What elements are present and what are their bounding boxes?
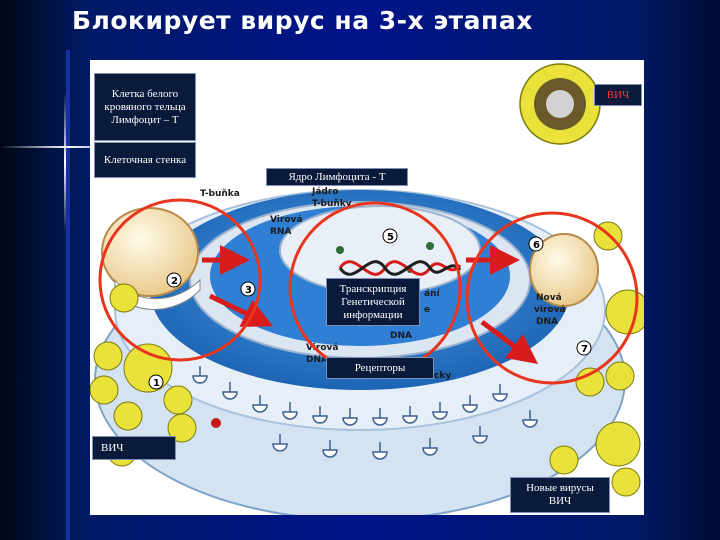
step-2: 2 (171, 276, 178, 287)
dna-mid-label: DNA (390, 331, 412, 341)
new-viruses-label: Новые вирусы ВИЧ (510, 477, 610, 513)
hiv-label-top: ВИЧ (594, 84, 642, 106)
step-markers (148, 228, 592, 390)
red-marker (211, 418, 221, 428)
core-label-2: T-buňky (312, 199, 352, 209)
process-arrows (202, 245, 538, 364)
decor-bar (66, 50, 70, 540)
viral-dna-label-2: DNA (306, 355, 328, 365)
step-5: 5 (387, 232, 394, 243)
cell-wall-label: Клеточная стенка (94, 142, 196, 178)
core-label: Jádro (311, 187, 339, 197)
step-1: 1 (153, 378, 160, 389)
step-3: 3 (245, 285, 252, 296)
nani-label: ání (424, 289, 440, 299)
cky-label: cky (434, 371, 451, 381)
diagram-canvas: 1 2 3 5 6 7 T-buňka Jádro T-buňky Virová… (90, 60, 644, 515)
new-dna-label: Nová (536, 293, 562, 303)
viral-rna-label: Virová (270, 215, 302, 225)
receptor-row (192, 366, 538, 460)
budding-virus (529, 233, 599, 307)
white-blood-cell-label: Клетка белого кровяного тельца Лимфоцит … (94, 73, 196, 141)
hiv-label-bottom: ВИЧ (92, 436, 176, 460)
hiv-virion-top (519, 63, 601, 145)
transcription-label: Транскрипция Генетической информации (326, 278, 420, 326)
highlight-ring-entry (98, 198, 262, 362)
new-dna-label-3: DNA (536, 317, 558, 327)
receptors-label: Рецепторы (326, 357, 434, 379)
nucleus-label: Ядро Лимфоцита - Т (266, 168, 408, 186)
viral-rna-label-2: RNA (270, 227, 291, 237)
e-label: e (424, 305, 430, 315)
virus-particles-right (549, 221, 644, 497)
highlight-ring-release (465, 211, 639, 385)
step-7: 7 (581, 344, 588, 355)
t-cell-label: T-buňka (200, 189, 240, 199)
viral-dna-label: Virová (306, 343, 338, 353)
sparkle-decoration (64, 92, 66, 232)
slide-title: Блокирует вирус на 3-х этапах (72, 6, 533, 35)
new-dna-label-2: virová (534, 305, 566, 315)
sparkle-decoration-horizontal (0, 146, 150, 148)
dna-helix (338, 260, 462, 276)
step-6: 6 (533, 240, 540, 251)
